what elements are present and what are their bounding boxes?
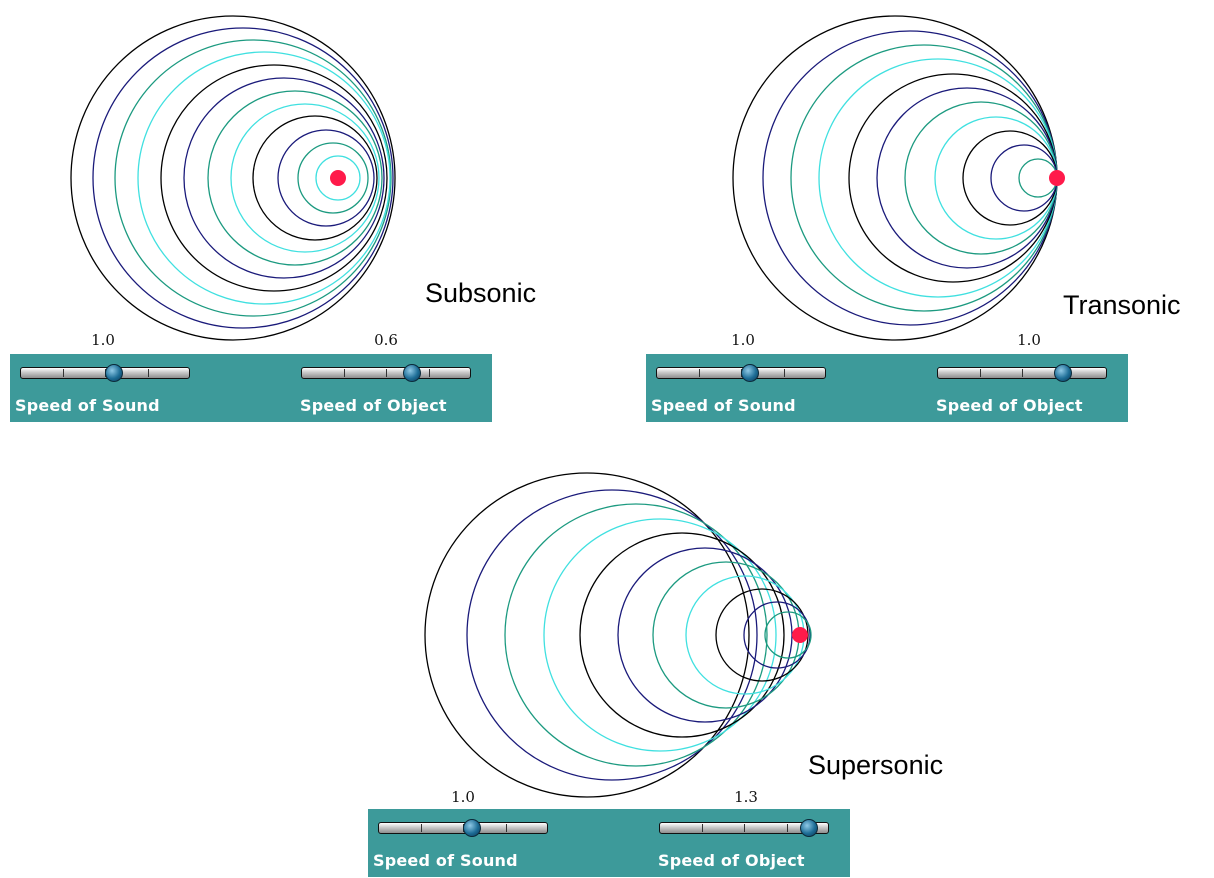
wavefront-circle bbox=[315, 155, 361, 201]
wavefront-circle bbox=[277, 129, 375, 227]
sound-speed-value: 1.0 bbox=[451, 788, 475, 806]
wavefront-circle bbox=[70, 15, 396, 341]
slider-tick bbox=[1022, 369, 1023, 377]
slider-knob[interactable] bbox=[462, 819, 481, 837]
object-speed-label: Speed of Object bbox=[300, 396, 447, 415]
slider-tick bbox=[420, 824, 422, 832]
sound-speed-slider[interactable] bbox=[20, 364, 190, 382]
object-speed-label: Speed of Object bbox=[936, 396, 1083, 415]
object-speed-value: 0.6 bbox=[374, 331, 398, 349]
wavefront-circle bbox=[990, 144, 1058, 212]
regime-label-transonic: Transonic bbox=[1063, 290, 1181, 320]
wavefront-circle bbox=[297, 142, 369, 214]
sound-speed-label: Speed of Sound bbox=[651, 396, 796, 415]
supersonic-panel: Supersonic 1.0 1.3 Speed of Sound Speed … bbox=[360, 445, 980, 878]
wavefront-circle bbox=[92, 27, 394, 329]
wavefront-circle bbox=[732, 15, 1058, 341]
object-speed-slider[interactable] bbox=[937, 364, 1107, 382]
wavefront-circle bbox=[424, 472, 750, 798]
wavefront-circle bbox=[876, 87, 1058, 269]
slider-tick bbox=[428, 369, 430, 377]
wavefront-circle bbox=[848, 73, 1058, 283]
wavefront-circle bbox=[962, 130, 1058, 226]
slider-tick bbox=[979, 369, 981, 377]
slider-knob[interactable] bbox=[799, 819, 818, 837]
slider-tick bbox=[147, 369, 149, 377]
moving-object-dot bbox=[792, 627, 808, 643]
wavefront-circle bbox=[764, 611, 812, 659]
wavefront-circle bbox=[579, 532, 785, 738]
object-speed-value: 1.3 bbox=[734, 788, 758, 806]
control-bar: Speed of Sound Speed of Object bbox=[646, 354, 1128, 422]
wavefront-circle bbox=[543, 518, 777, 752]
regime-label-subsonic: Subsonic bbox=[425, 278, 537, 308]
slider-tick bbox=[62, 369, 64, 377]
slider-knob[interactable] bbox=[1053, 364, 1072, 382]
wavefront-circle bbox=[790, 44, 1058, 312]
control-bar: Speed of Sound Speed of Object bbox=[10, 354, 492, 422]
slider-tick bbox=[698, 369, 700, 377]
slider-tick bbox=[343, 369, 345, 377]
subsonic-wavefronts bbox=[70, 15, 396, 341]
sound-speed-slider[interactable] bbox=[656, 364, 826, 382]
wavefront-circle bbox=[685, 575, 805, 695]
sound-speed-label: Speed of Sound bbox=[373, 851, 518, 870]
object-speed-label: Speed of Object bbox=[658, 851, 805, 870]
sound-speed-value: 1.0 bbox=[91, 331, 115, 349]
object-speed-slider[interactable] bbox=[659, 819, 829, 837]
slider-tick bbox=[386, 369, 387, 377]
supersonic-wavefronts bbox=[424, 472, 812, 798]
wavefront-circle bbox=[743, 601, 811, 669]
wavefront-circle bbox=[183, 77, 385, 279]
wavefront-circle bbox=[504, 503, 768, 767]
transonic-wavefronts bbox=[732, 15, 1065, 341]
object-speed-slider[interactable] bbox=[301, 364, 471, 382]
sound-speed-value: 1.0 bbox=[731, 331, 755, 349]
wavefront-circle bbox=[114, 39, 392, 317]
slider-knob[interactable] bbox=[104, 364, 123, 382]
wavefront-circle bbox=[934, 116, 1058, 240]
slider-tick bbox=[744, 824, 745, 832]
subsonic-panel: Subsonic 1.0 0.6 Speed of Sound Speed of… bbox=[0, 0, 600, 430]
slider-knob[interactable] bbox=[402, 364, 421, 382]
object-speed-value: 1.0 bbox=[1017, 331, 1041, 349]
slider-tick bbox=[505, 824, 507, 832]
slider-knob[interactable] bbox=[740, 364, 759, 382]
slider-tick bbox=[786, 824, 788, 832]
wavefront-circle bbox=[762, 30, 1058, 326]
wavefront-circle bbox=[904, 101, 1058, 255]
wavefront-circle bbox=[207, 90, 383, 266]
sound-speed-label: Speed of Sound bbox=[15, 396, 160, 415]
moving-object-dot bbox=[330, 170, 346, 186]
control-bar: Speed of Sound Speed of Object bbox=[368, 809, 850, 877]
wavefront-circle bbox=[252, 115, 378, 241]
regime-label-supersonic: Supersonic bbox=[808, 750, 944, 780]
wavefront-circle bbox=[466, 489, 758, 781]
wavefront-circle bbox=[137, 51, 391, 305]
wavefront-circle bbox=[818, 58, 1058, 298]
wavefront-circle bbox=[652, 561, 800, 709]
transonic-panel: Transonic 1.0 1.0 Speed of Sound Speed o… bbox=[640, 0, 1214, 430]
slider-tick bbox=[701, 824, 703, 832]
moving-object-dot bbox=[1049, 170, 1065, 186]
wavefront-circle bbox=[160, 64, 388, 292]
slider-tick bbox=[783, 369, 785, 377]
sound-speed-slider[interactable] bbox=[378, 819, 548, 837]
wavefront-circle bbox=[230, 103, 380, 253]
